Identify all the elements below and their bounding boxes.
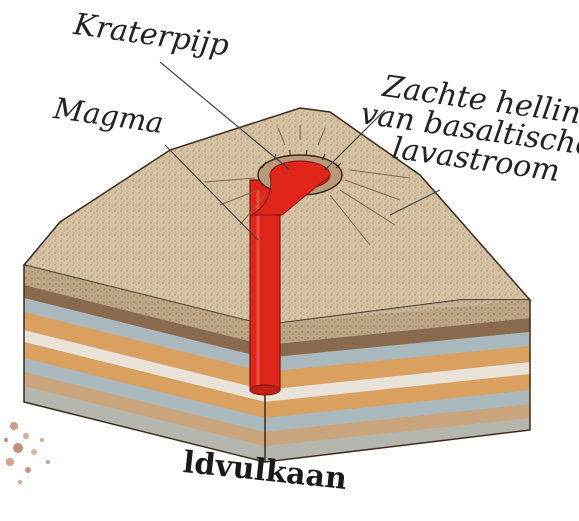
debris-decoration [4,422,50,484]
